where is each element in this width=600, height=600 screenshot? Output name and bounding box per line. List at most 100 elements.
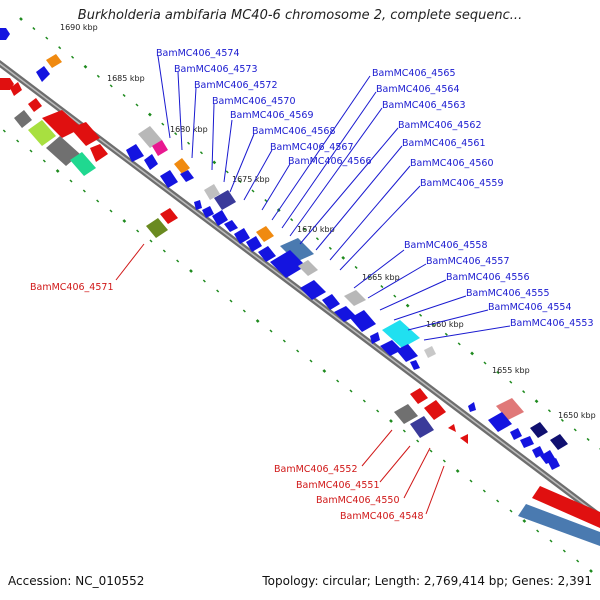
gene-feature[interactable]	[298, 260, 318, 276]
gene-label[interactable]: BamMC406_4572	[194, 80, 277, 91]
scale-tick	[509, 509, 513, 513]
gene-feature[interactable]	[380, 340, 402, 356]
gene-feature[interactable]	[460, 434, 468, 444]
gene-feature[interactable]	[0, 28, 10, 40]
gene-label[interactable]: BamMC406_4562	[398, 120, 481, 131]
gene-feature[interactable]	[144, 154, 158, 170]
gene-feature[interactable]	[180, 170, 194, 182]
gene-feature[interactable]	[424, 346, 436, 358]
gene-feature[interactable]	[160, 170, 178, 188]
gene-label[interactable]: BamMC406_4569	[230, 110, 313, 121]
gene-feature[interactable]	[280, 238, 314, 262]
gene-feature[interactable]	[28, 120, 56, 146]
gene-features[interactable]	[0, 28, 600, 546]
scale-tick	[362, 399, 366, 403]
scale-tick	[419, 313, 423, 317]
gene-feature[interactable]	[256, 226, 274, 242]
gene-feature[interactable]	[204, 184, 220, 200]
gene-feature[interactable]	[396, 344, 418, 362]
gene-feature[interactable]	[10, 82, 22, 96]
gene-label[interactable]: BamMC406_4554	[488, 302, 571, 313]
gene-feature[interactable]	[46, 136, 80, 166]
gene-feature[interactable]	[126, 144, 144, 162]
gene-feature[interactable]	[410, 416, 434, 438]
gene-label[interactable]: BamMC406_4564	[376, 84, 459, 95]
gene-feature[interactable]	[520, 436, 534, 448]
gene-feature[interactable]	[424, 400, 446, 420]
gene-feature[interactable]	[448, 424, 456, 432]
scale-tick	[135, 103, 139, 107]
gene-feature[interactable]	[344, 290, 366, 306]
gene-feature[interactable]	[90, 144, 108, 162]
gene-label[interactable]: BamMC406_4566	[288, 156, 371, 167]
gene-label[interactable]: BamMC406_4567	[270, 142, 353, 153]
gene-label[interactable]: BamMC406_4570	[212, 96, 295, 107]
gene-feature[interactable]	[550, 434, 568, 450]
gene-feature[interactable]	[36, 66, 50, 82]
gene-feature[interactable]	[0, 78, 14, 90]
gene-feature[interactable]	[42, 110, 82, 138]
gene-label[interactable]: BamMC406_4553	[510, 318, 593, 329]
gene-feature[interactable]	[234, 228, 250, 244]
gene-feature[interactable]	[510, 428, 522, 440]
gene-feature[interactable]	[532, 446, 544, 458]
gene-feature[interactable]	[300, 280, 326, 300]
scale-labels: 1690 kbp 1685 kbp 1680 kbp 1675 kbp 1670…	[60, 23, 596, 420]
gene-label[interactable]: BamMC406_4556	[446, 272, 529, 283]
gene-feature[interactable]	[138, 126, 162, 148]
scale-tick	[199, 151, 203, 155]
gene-label[interactable]: BamMC406_4558	[404, 240, 487, 251]
gene-label[interactable]: BamMC406_4557	[426, 256, 509, 267]
gene-feature[interactable]	[14, 110, 32, 128]
gene-label[interactable]: BamMC406_4565	[372, 68, 455, 79]
gene-label[interactable]: BamMC406_4571	[30, 282, 113, 293]
gene-feature[interactable]	[488, 412, 512, 432]
gene-feature[interactable]	[214, 190, 236, 210]
gene-feature[interactable]	[174, 158, 190, 174]
gene-feature[interactable]	[410, 360, 420, 370]
gene-label[interactable]: BamMC406_4555	[466, 288, 549, 299]
gene-feature[interactable]	[160, 208, 178, 224]
gene-feature[interactable]	[410, 388, 428, 404]
gene-feature[interactable]	[224, 220, 238, 232]
gene-label[interactable]: BamMC406_4551	[296, 480, 379, 491]
gene-feature[interactable]	[46, 54, 62, 68]
gene-feature[interactable]	[382, 320, 420, 348]
gene-feature[interactable]	[532, 486, 600, 528]
gene-feature[interactable]	[246, 236, 262, 252]
gene-feature[interactable]	[194, 200, 202, 210]
gene-feature[interactable]	[548, 458, 560, 470]
gene-label[interactable]: BamMC406_4548	[340, 511, 423, 522]
gene-feature[interactable]	[394, 404, 418, 424]
gene-feature[interactable]	[496, 398, 524, 420]
gene-feature[interactable]	[370, 332, 380, 344]
gene-feature[interactable]	[530, 422, 548, 438]
gene-feature[interactable]	[350, 310, 376, 332]
gene-feature[interactable]	[468, 402, 476, 412]
gene-feature[interactable]	[70, 152, 96, 176]
gene-feature[interactable]	[70, 122, 100, 146]
gene-label[interactable]: BamMC406_4574	[156, 48, 239, 59]
gene-feature[interactable]	[258, 246, 276, 262]
gene-label[interactable]: BamMC406_4573	[174, 64, 257, 75]
scale-tick	[496, 499, 500, 503]
gene-label[interactable]: BamMC406_4561	[402, 138, 485, 149]
gene-feature[interactable]	[146, 218, 168, 238]
gene-feature[interactable]	[322, 294, 340, 310]
gene-label[interactable]: BamMC406_4550	[316, 495, 399, 506]
gene-label[interactable]: BamMC406_4563	[382, 100, 465, 111]
scale-tick	[174, 132, 178, 136]
gene-feature[interactable]	[212, 210, 228, 226]
gene-feature[interactable]	[202, 206, 214, 218]
gene-feature[interactable]	[28, 98, 42, 112]
gene-label[interactable]: BamMC406_4552	[274, 464, 357, 475]
gene-feature[interactable]	[270, 250, 306, 278]
gene-label[interactable]: BamMC406_4560	[410, 158, 493, 169]
scale-tick	[496, 371, 500, 375]
scale-tick	[562, 549, 566, 553]
gene-feature[interactable]	[152, 140, 168, 156]
gene-label[interactable]: BamMC406_4568	[252, 126, 335, 137]
gene-feature[interactable]	[518, 504, 600, 546]
gene-label[interactable]: BamMC406_4559	[420, 178, 503, 189]
